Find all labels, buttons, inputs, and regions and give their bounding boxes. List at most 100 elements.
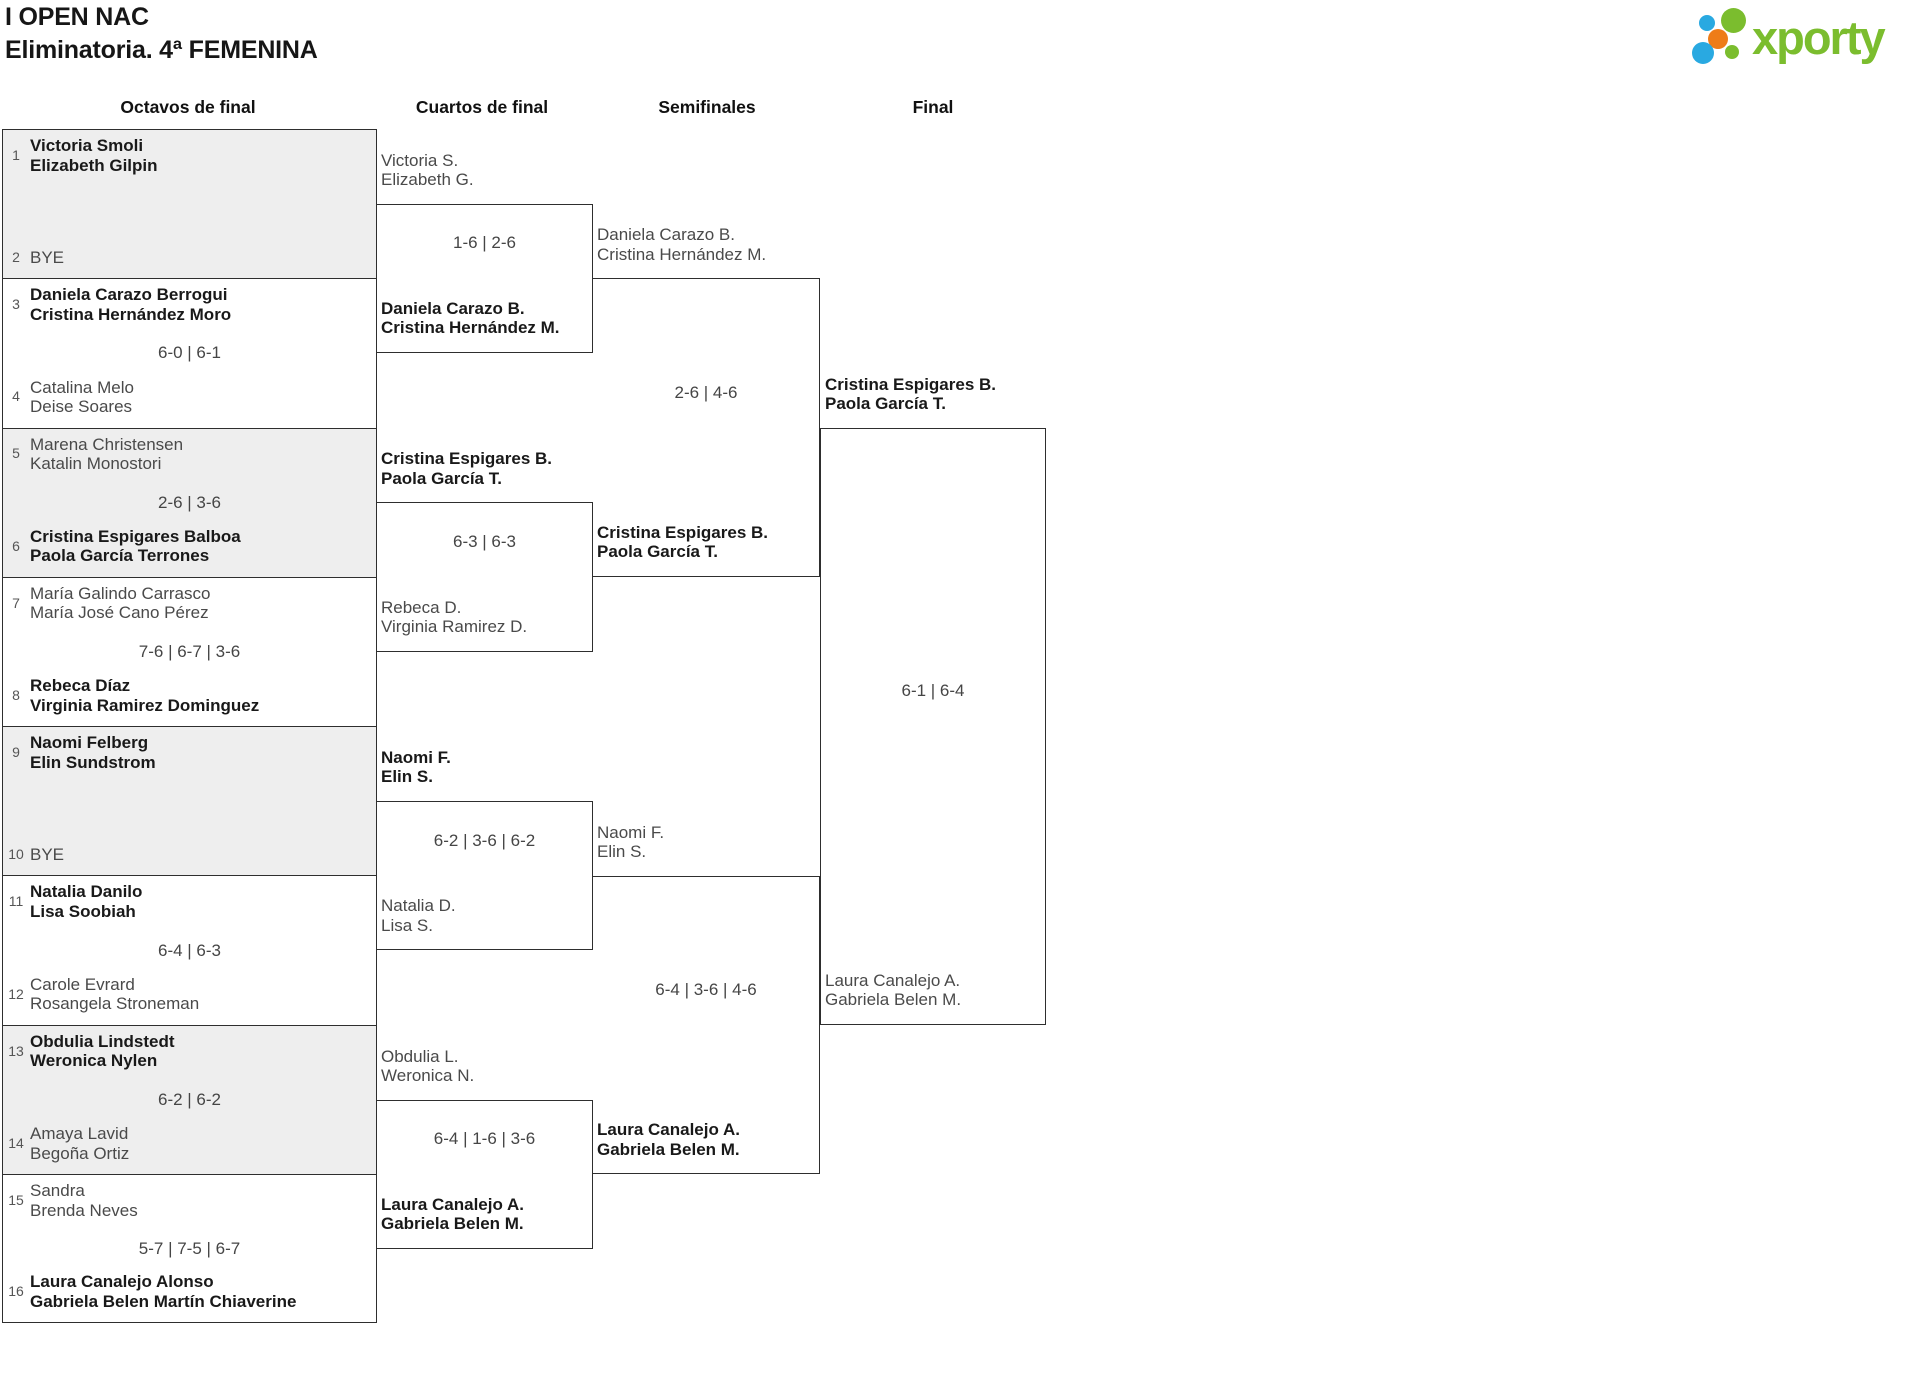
team-name-line: Cristina Hernández Moro	[30, 304, 232, 324]
team-name-line: Daniela Carazo B.	[381, 298, 525, 318]
team-entry: 2 BYE	[8, 248, 372, 268]
page-subtitle: Eliminatoria. 4ª FEMENINA	[5, 36, 318, 64]
team-name-line: Cristina Espigares Balboa	[30, 526, 241, 546]
team-name-line: Elin S.	[597, 842, 647, 861]
match-score: 6-4 | 6-3	[157, 940, 221, 960]
team-entry: Obdulia L.Weronica N.	[381, 1047, 474, 1086]
team-name-line: María Galindo Carrasco	[30, 583, 211, 603]
match-score: 5-7 | 7-5 | 6-7	[138, 1238, 241, 1258]
team-name-line: Naomi F.	[381, 747, 451, 767]
match-score: 6-1 | 6-4	[901, 681, 965, 701]
team-name-line: Elin Sundstrom	[30, 752, 156, 772]
team-name-line: Naomi Felberg	[30, 733, 149, 753]
team-entry: Natalia D.Lisa S.	[381, 896, 456, 935]
seed-number: 7	[12, 594, 20, 611]
team-name-line: Cristina Espigares B.	[825, 374, 997, 394]
team-entry: Laura Canalejo A.Gabriela Belen M.	[825, 971, 961, 1010]
team-name-line: Daniela Carazo B.	[597, 225, 735, 245]
xporty-logo[interactable]: xporty	[1686, 0, 1916, 80]
team-entry: 10 BYE	[8, 845, 372, 865]
final-match: Cristina Espigares B.Paola García T. 6-1…	[820, 375, 1046, 1025]
team-name-line: Cristina Hernández M.	[597, 244, 767, 264]
team-name-line: Laura Canalejo A.	[597, 1120, 740, 1140]
logo-dot-green-large	[1721, 8, 1746, 33]
team-entry: Cristina Espigares B.Paola García T.	[825, 375, 996, 414]
round-header-octavos: Octavos de final	[120, 97, 256, 117]
match-score: 2-6 | 4-6	[674, 382, 738, 402]
team-name-line: BYE	[30, 247, 65, 267]
team-name-line: Rosangela Stroneman	[30, 994, 200, 1014]
logo-wordmark: xporty	[1752, 11, 1886, 64]
match-score: 6-2 | 6-2	[157, 1089, 221, 1109]
team-entry: Daniela Carazo B.Cristina Hernández M.	[597, 225, 766, 264]
seed-number: 1	[12, 146, 20, 163]
team-name-line: Rebeca Díaz	[30, 676, 131, 696]
team-name-line: Daniela Carazo Berrogui	[30, 285, 228, 305]
team-name-line: Cristina Espigares B.	[381, 449, 553, 469]
team-entry: Daniela Carazo B.Cristina Hernández M.	[381, 299, 560, 338]
team-entry: Rebeca D.Virginia Ramirez D.	[381, 598, 527, 637]
team-entry: Cristina Espigares B.Paola García T.	[597, 523, 768, 562]
team-name-line: Brenda Neves	[30, 1200, 138, 1220]
seed-number: 8	[12, 686, 20, 703]
sf-match-2: Naomi F.Elin S. 6-4 | 3-6 | 4-6 Laura Ca…	[593, 823, 820, 1175]
team-entry: Naomi F.Elin S.	[381, 748, 451, 787]
team-name-line: Weronica Nylen	[30, 1051, 158, 1071]
team-name-line: Cristina Hernández M.	[381, 318, 560, 338]
page-title: I OPEN NAC	[5, 3, 149, 31]
team-entry: Laura Canalejo A.Gabriela Belen M.	[381, 1195, 524, 1234]
seed-number: 11	[8, 893, 24, 910]
team-name-line: Obdulia Lindstedt	[30, 1031, 175, 1051]
team-name-line: Rebeca D.	[381, 597, 462, 617]
team-entry: Victoria S.Elizabeth G.	[381, 151, 474, 190]
seed-number: 4	[12, 388, 20, 405]
seed-number: 6	[12, 537, 20, 554]
qf-match-3: Naomi F.Elin S. 6-2 | 3-6 | 6-2 Natalia …	[377, 748, 593, 951]
seed-number: 3	[12, 296, 20, 313]
page-title-block: I OPEN NAC Eliminatoria. 4ª FEMENINA	[5, 1, 318, 67]
team-name-line: Cristina Espigares B.	[597, 522, 769, 542]
team-entry: Laura Canalejo A.Gabriela Belen M.	[597, 1120, 740, 1159]
seed-number: 5	[12, 445, 20, 462]
qf-match-4: Obdulia L.Weronica N. 6-4 | 1-6 | 3-6 La…	[377, 1047, 593, 1249]
team-name-line: Deise Soares	[30, 397, 133, 417]
team-name-line: Lisa S.	[381, 915, 433, 935]
team-name-line: Gabriela Belen Martín Chiaverine	[30, 1291, 297, 1311]
seed-number: 15	[8, 1191, 24, 1208]
seed-number: 12	[8, 985, 24, 1002]
round-header-final: Final	[912, 97, 954, 117]
team-entry: Naomi F.Elin S.	[597, 823, 664, 862]
team-name-line: Paola García T.	[825, 394, 946, 414]
match-score: 6-2 | 3-6 | 6-2	[433, 830, 536, 850]
team-name-line: Begoña Ortiz	[30, 1143, 130, 1163]
logo-dot-orange	[1708, 29, 1728, 49]
team-name-line: Victoria S.	[381, 150, 459, 170]
team-name-line: Gabriela Belen M.	[597, 1139, 740, 1159]
team-name-line: Elin S.	[381, 767, 433, 787]
seed-number: 13	[8, 1042, 24, 1059]
match-score: 7-6 | 6-7 | 3-6	[138, 642, 241, 662]
sf-match-1: Daniela Carazo B.Cristina Hernández M. 2…	[593, 225, 820, 577]
qf-match-1: Victoria S.Elizabeth G. 1-6 | 2-6 Daniel…	[377, 151, 593, 353]
logo-dot-blue-small	[1699, 15, 1715, 31]
round-header-semifinales: Semifinales	[658, 97, 756, 117]
match-score: 6-4 | 1-6 | 3-6	[433, 1129, 536, 1149]
